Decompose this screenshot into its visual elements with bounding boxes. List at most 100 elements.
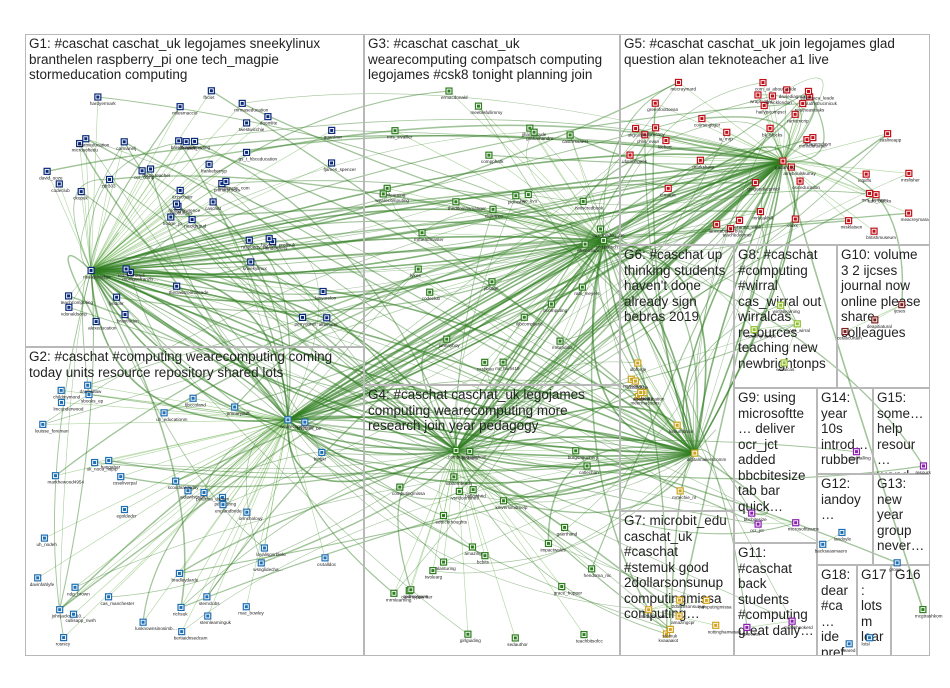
intra-group-edge <box>264 419 289 549</box>
inter-group-edge <box>287 419 460 500</box>
intra-group-edge <box>80 191 92 271</box>
inter-group-edge <box>287 268 419 420</box>
hub-edge <box>694 160 796 454</box>
inter-group-edge <box>603 240 755 330</box>
group-box-g12: G12: iandoy… <box>817 474 873 565</box>
inter-group-edge <box>88 394 695 454</box>
group-label-g2: G2: #caschat #computing wearecomputing c… <box>29 349 333 380</box>
inter-group-edge <box>242 93 783 162</box>
inter-group-edge <box>90 106 181 271</box>
inter-group-edge <box>694 182 756 454</box>
inter-group-edge <box>603 82 764 241</box>
inter-group-edge <box>186 119 784 162</box>
intra-group-edge <box>90 203 177 271</box>
intra-group-edge <box>769 128 784 162</box>
group-label-g4: G4: #caschat caschat_uk legojames comput… <box>368 387 585 433</box>
hub-edge <box>455 450 696 498</box>
inter-group-edge <box>46 134 784 173</box>
inter-group-edge <box>221 183 695 454</box>
inter-group-edge <box>774 145 870 194</box>
group-box-g13: G13: new year group never… <box>873 474 930 565</box>
hub-edge <box>453 239 605 452</box>
group-label-g15: G15: some… help resour… wond… <box>877 390 924 473</box>
intra-group-edge <box>203 419 289 493</box>
hub-edge <box>591 240 695 454</box>
intra-group-edge <box>528 194 604 241</box>
hub-edge <box>287 388 457 451</box>
inter-group-edge <box>455 209 494 451</box>
inter-group-edge <box>302 239 604 319</box>
group-box-g7: G7: microbit_edu caschat_uk #caschat #st… <box>620 511 734 656</box>
hub-edge <box>287 160 784 421</box>
hub-edge <box>287 160 784 421</box>
inter-group-edge <box>260 450 457 564</box>
intra-group-edge <box>46 171 92 271</box>
hub-edge <box>455 449 695 468</box>
intra-group-edge <box>394 130 604 241</box>
intra-group-edge <box>90 141 187 271</box>
inter-group-edge <box>597 240 696 454</box>
inter-group-edge <box>287 419 671 630</box>
group-box-g14: G14: year 10s introd… rubber… <box>817 388 873 474</box>
intra-group-edge <box>637 362 696 454</box>
intra-group-edge <box>782 160 867 175</box>
intra-group-edge <box>142 419 289 623</box>
inter-group-edge <box>782 77 824 162</box>
inter-group-edge <box>694 429 717 454</box>
intra-group-edge <box>37 419 289 579</box>
inter-group-edge <box>598 180 669 241</box>
inter-group-edge <box>90 270 265 549</box>
group-label-g11: G11: #caschat back students #computing g… <box>738 545 814 638</box>
intra-group-edge <box>94 419 289 463</box>
intra-group-edge <box>648 600 707 611</box>
hub-edge <box>90 239 604 303</box>
inter-group-edge <box>287 96 810 421</box>
hub-edge <box>91 269 457 451</box>
intra-group-edge <box>164 412 288 421</box>
intra-group-edge <box>782 160 849 221</box>
intra-group-edge <box>455 450 562 587</box>
inter-group-edge <box>250 261 695 454</box>
intra-group-edge <box>410 450 457 590</box>
hub-edge <box>603 146 784 242</box>
inter-group-edge <box>221 180 604 241</box>
group-label-g3: G3: #caschat caschat_uk wearecomputing c… <box>368 36 603 82</box>
intra-group-edge <box>207 419 289 617</box>
group-box-g15: G15: some… help resour… wond… <box>873 388 930 474</box>
intra-group-edge <box>648 599 680 611</box>
intra-group-edge <box>387 188 604 241</box>
intra-group-edge <box>746 620 793 628</box>
inter-group-edge <box>686 304 781 454</box>
intra-group-edge <box>762 82 784 162</box>
hub-edge <box>90 269 457 452</box>
inter-group-edge <box>90 220 604 271</box>
inter-group-edge <box>42 160 783 425</box>
inter-group-edge <box>569 221 604 245</box>
intra-group-edge <box>782 114 796 162</box>
inter-group-edge <box>175 203 457 452</box>
hub-edge <box>287 419 695 484</box>
intra-group-edge <box>758 522 796 525</box>
hub-edge <box>90 160 783 272</box>
inter-group-edge <box>782 91 825 162</box>
intra-group-edge <box>90 190 181 271</box>
group-label-g17: G17: lots m lear… wor… <box>861 567 887 656</box>
inter-group-edge <box>760 160 798 325</box>
inter-group-edge <box>429 240 604 293</box>
hub-edge <box>90 269 457 452</box>
inter-group-edge <box>59 270 92 610</box>
intra-group-edge <box>90 106 181 271</box>
hub-edge <box>287 419 695 457</box>
group-label-g14: G14: year 10s introd… rubber… <box>821 390 869 473</box>
intra-group-edge <box>91 239 250 271</box>
intra-group-edge <box>782 89 788 162</box>
hub-edge <box>287 239 605 421</box>
inter-group-edge <box>469 160 784 452</box>
intra-group-edge <box>222 419 289 498</box>
inter-group-edge <box>109 175 604 242</box>
intra-group-edge <box>120 419 289 477</box>
inter-group-edge <box>123 141 457 452</box>
inter-group-edge <box>170 160 784 218</box>
hub-edge <box>455 436 696 454</box>
inter-group-edge <box>459 452 695 503</box>
